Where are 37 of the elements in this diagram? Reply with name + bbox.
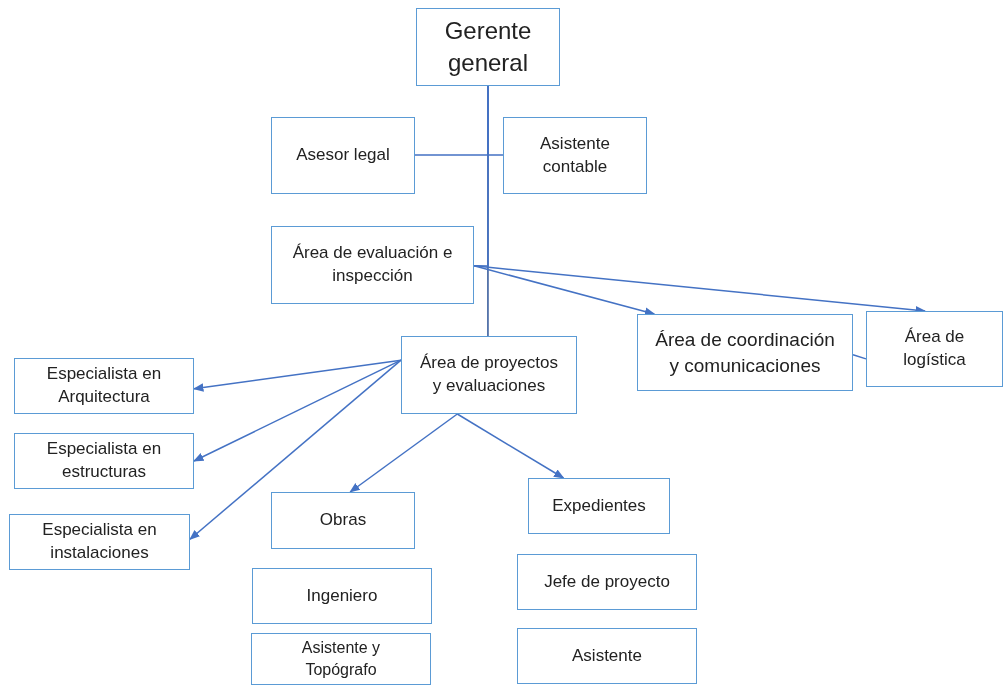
- box-label: Área de logística: [902, 326, 967, 371]
- org-box: [251, 633, 431, 685]
- org-box: [401, 336, 577, 414]
- box-label: Área de evaluación e inspección: [291, 242, 454, 287]
- org-box: [503, 117, 647, 194]
- org-box: [271, 492, 415, 549]
- box-label: Área de coordinación y comunicaciones: [654, 327, 836, 378]
- box-label: Especialista en estructuras: [45, 438, 163, 483]
- org-box: [252, 568, 432, 624]
- org-box: [14, 433, 194, 489]
- arrow: [189, 359, 402, 540]
- org-box: [528, 478, 670, 534]
- org-box: [14, 358, 194, 414]
- box-label: Especialista en instalaciones: [41, 519, 158, 564]
- org-box: [517, 554, 697, 610]
- org-box: [271, 226, 474, 304]
- box-label: Asesor legal: [296, 144, 390, 167]
- connector-line: [852, 354, 867, 360]
- box-label: Ingeniero: [306, 584, 378, 607]
- box-label: Expedientes: [552, 494, 646, 517]
- org-box: [637, 314, 853, 391]
- org-box: [517, 628, 697, 684]
- arrow: [456, 413, 565, 479]
- org-box: [9, 514, 190, 570]
- org-box: [416, 8, 560, 86]
- box-label: Gerente general: [443, 15, 533, 78]
- box-label: Especialista en Arquitectura: [45, 363, 163, 408]
- box-label: Área de proyectos y evaluaciones: [419, 352, 559, 397]
- arrow: [349, 413, 459, 493]
- box-label: Asistente: [572, 644, 642, 667]
- box-label: Asistente contable: [539, 132, 611, 178]
- org-box: [866, 311, 1003, 387]
- box-label: Asistente y Topógrafo: [300, 638, 382, 680]
- box-label: Jefe de proyecto: [544, 570, 670, 593]
- box-label: Obras: [319, 509, 367, 532]
- arrow: [192, 359, 402, 392]
- org-box: [271, 117, 415, 194]
